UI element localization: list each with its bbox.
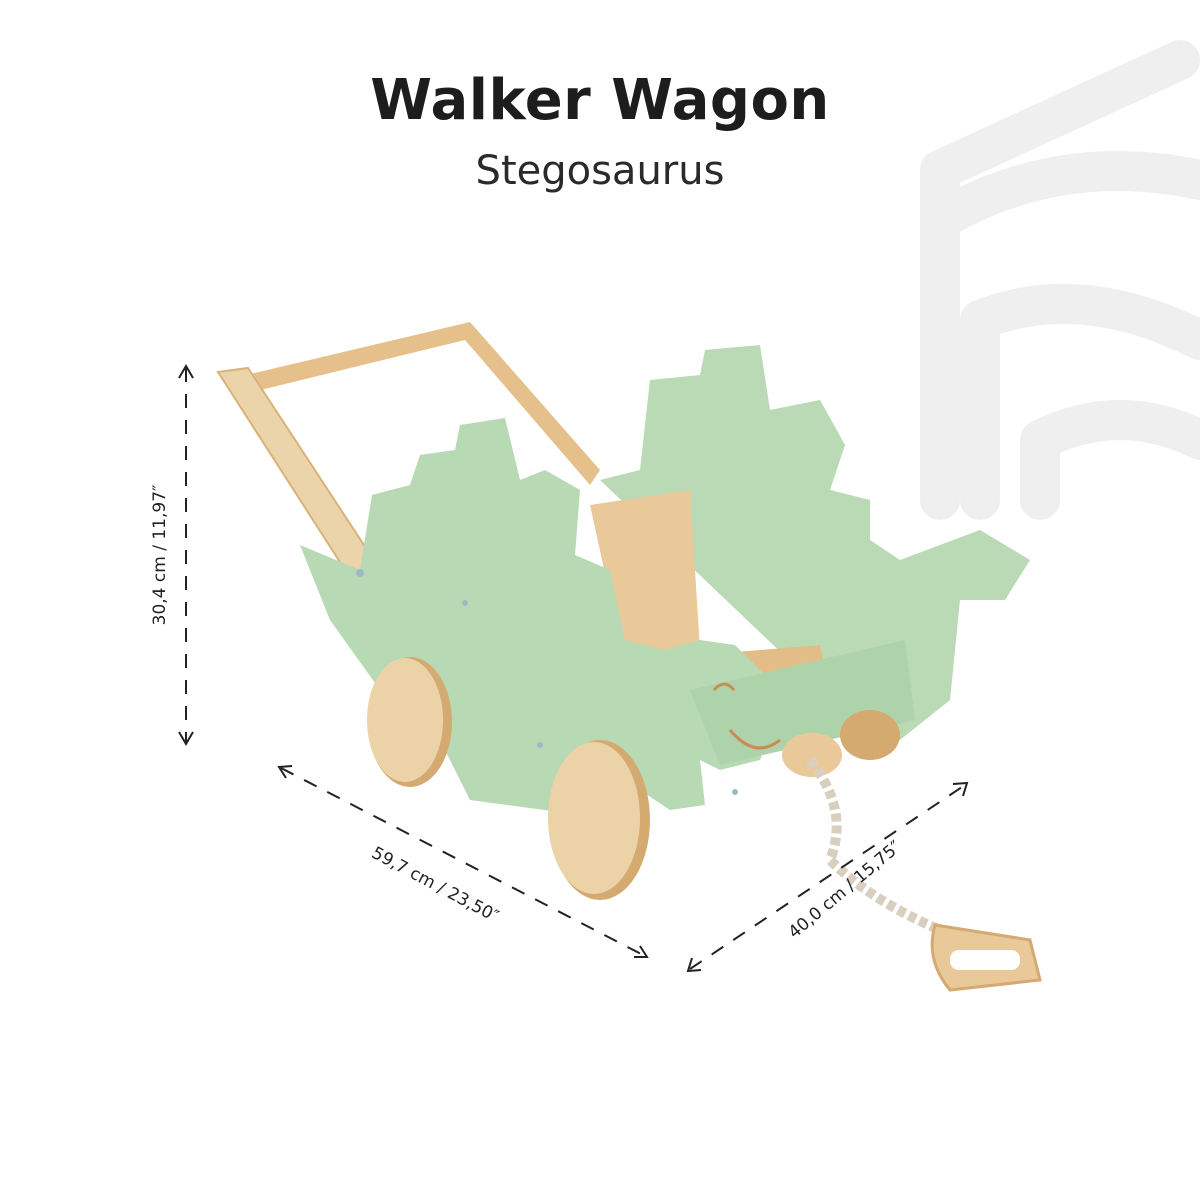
wheel-front-left xyxy=(548,740,650,900)
back-dino-panel xyxy=(600,345,1030,740)
front-dino-panel xyxy=(300,418,775,820)
product-subtitle: Stegosaurus xyxy=(475,148,725,194)
wheel-back-right xyxy=(840,710,900,760)
house-outline-icon xyxy=(920,40,1200,520)
pull-rope xyxy=(782,733,1042,992)
height-dimension-label: 30,4 cm / 11,97″ xyxy=(150,484,170,626)
wheel-back-left xyxy=(367,657,452,787)
product-title: Walker Wagon xyxy=(370,68,830,133)
